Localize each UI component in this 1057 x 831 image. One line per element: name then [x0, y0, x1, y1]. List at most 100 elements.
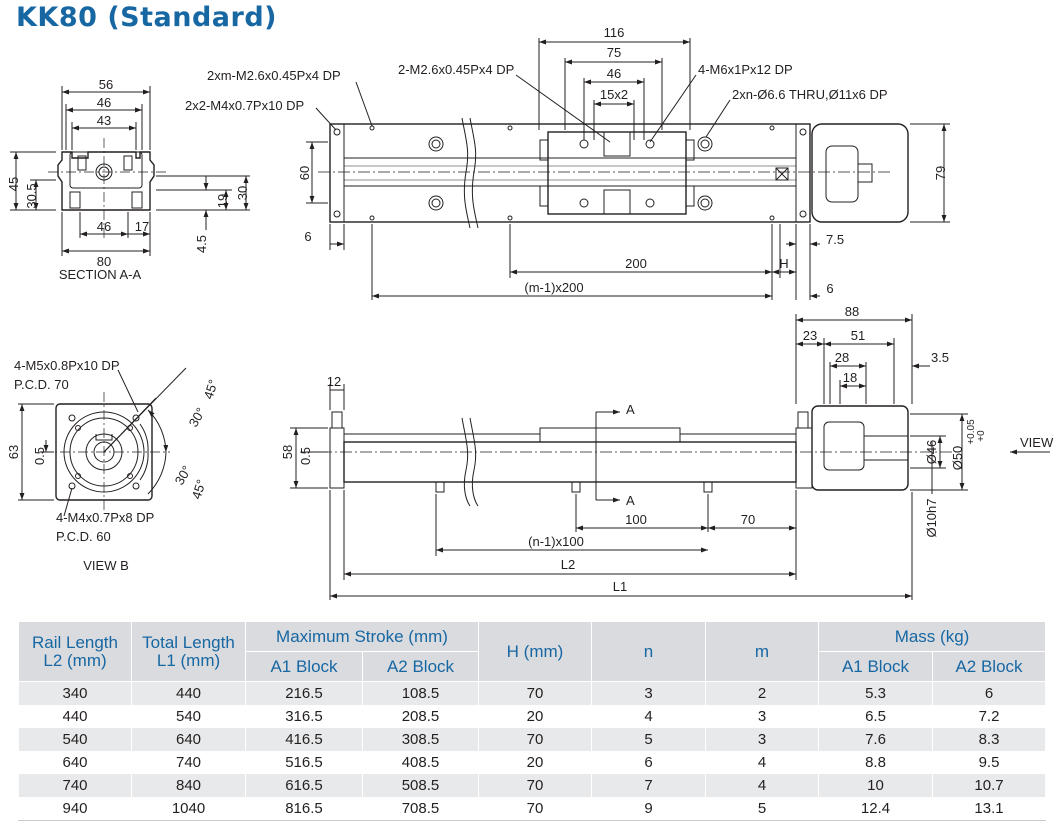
table-cell: 508.5: [362, 774, 479, 797]
table-cell: 316.5: [245, 705, 363, 728]
dim-30: 30: [235, 186, 250, 200]
dim-7-5: 7.5: [826, 232, 844, 247]
side-rail: [343, 441, 797, 483]
table-cell: 5.3: [818, 681, 933, 705]
dim-m-200: (m-1)x200: [524, 280, 583, 295]
angle-45-bottom: 45°: [189, 478, 209, 501]
table-cell: 408.5: [362, 751, 479, 774]
header-total-length: Total Length L1 (mm): [131, 621, 246, 682]
dim-100: 100: [625, 512, 647, 527]
table-cell: 8.3: [932, 728, 1046, 751]
note-pcd70: P.C.D. 70: [14, 377, 69, 392]
dim-4-5: 4.5: [194, 235, 209, 253]
table-cell: 70: [478, 797, 592, 821]
table-cell: 5: [705, 797, 819, 821]
dim-6-left: 6: [304, 229, 311, 244]
note-m2-6-block: 2-M2.6x0.45Px4 DP: [398, 62, 514, 77]
table-cell: 208.5: [362, 705, 479, 728]
table-cell: 10: [818, 774, 933, 797]
table-cell: 3: [705, 728, 819, 751]
view-label: VIEW: [1020, 435, 1054, 450]
table-cell: 3: [705, 705, 819, 728]
dim-56: 56: [99, 77, 113, 92]
angle-30-top: 30°: [186, 405, 209, 430]
dim-dia-10h7: Ø10h7: [924, 498, 939, 537]
table-cell: 6: [932, 681, 1046, 705]
dim-6-right: 6: [826, 281, 833, 296]
table-cell: 516.5: [245, 751, 363, 774]
dim-46-top: 46: [607, 66, 621, 81]
dim-l1: L1: [613, 579, 627, 594]
table-cell: 10.7: [932, 774, 1046, 797]
table-cell: 6: [591, 751, 706, 774]
section-block: [69, 151, 143, 189]
header-mass: Mass (kg): [818, 621, 1046, 652]
table-cell: 308.5: [362, 728, 479, 751]
dim-88: 88: [845, 304, 859, 319]
header-mass-a2: A2 Block: [932, 651, 1046, 682]
header-mass-a1: A1 Block: [818, 651, 933, 682]
side-view: [290, 314, 1050, 600]
table-cell: 2: [705, 681, 819, 705]
top-view: [306, 38, 950, 300]
view-b: [18, 367, 187, 517]
header-max-stroke: Maximum Stroke (mm): [245, 621, 479, 652]
section-a-a-caption: SECTION A-A: [59, 267, 142, 282]
dim-58: 58: [280, 445, 295, 459]
header-m: m: [705, 621, 819, 682]
table-cell: 540: [131, 705, 246, 728]
dim-23: 23: [803, 328, 817, 343]
rail-body: [329, 123, 811, 223]
top-holes: [333, 125, 807, 221]
dim-12: 12: [327, 374, 341, 389]
table-cell: 3: [591, 681, 706, 705]
table-cell: 740: [131, 751, 246, 774]
spec-table: Rail Length L2 (mm) Total Length L1 (mm)…: [18, 621, 1046, 821]
section-profile: [57, 151, 155, 211]
header-h: H (mm): [478, 621, 592, 682]
header-stroke-a1: A1 Block: [245, 651, 363, 682]
dim-15x2: 15x2: [600, 87, 628, 102]
table-cell: 70: [478, 728, 592, 751]
section-a-top: A: [626, 402, 635, 417]
table-cell: 416.5: [245, 728, 363, 751]
dim-79: 79: [933, 166, 948, 180]
technical-drawing: 56 46 43 45 30.5 46 17 80 19 30 4.5 SECT…: [6, 25, 1054, 600]
dim-h: H: [779, 256, 788, 271]
dim-18: 18: [843, 370, 857, 385]
table-cell: 440: [18, 705, 132, 728]
dim-80: 80: [97, 254, 111, 269]
table-cell: 640: [131, 728, 246, 751]
top-view-labels: 2xm-M2.6x0.45Px4 DP 2x2-M4x0.7Px10 DP 2-…: [185, 25, 948, 296]
dim-75: 75: [607, 45, 621, 60]
table-cell: 9: [591, 797, 706, 821]
angle-30-bottom: 30°: [172, 463, 195, 488]
dim-dia-46: Ø46: [924, 440, 939, 465]
dim-30-5: 30.5: [24, 183, 39, 208]
dim-70: 70: [741, 512, 755, 527]
dim-116: 116: [604, 25, 625, 40]
table-cell: 7.6: [818, 728, 933, 751]
dim-0-5-b: 0.5: [32, 447, 47, 465]
dim-19: 19: [215, 194, 230, 208]
table-cell: 20: [478, 751, 592, 774]
page-title: KK80 (Standard): [16, 2, 277, 33]
table-cell: 540: [18, 728, 132, 751]
header-rail-length: Rail Length L2 (mm): [18, 621, 132, 682]
header-rail-length-line1: Rail Length: [31, 632, 118, 652]
dim-dia-50: Ø50: [950, 446, 965, 471]
header-n: n: [591, 621, 706, 682]
table-cell: 840: [131, 774, 246, 797]
note-m2-6-rail: 2xm-M2.6x0.45Px4 DP: [207, 68, 341, 83]
side-motor: [811, 405, 909, 491]
dim-63: 63: [6, 445, 21, 459]
dim-l2: L2: [561, 557, 575, 572]
table-cell: 20: [478, 705, 592, 728]
note-thru-holes: 2xn-Ø6.6 THRU,Ø11x6 DP: [732, 87, 888, 102]
